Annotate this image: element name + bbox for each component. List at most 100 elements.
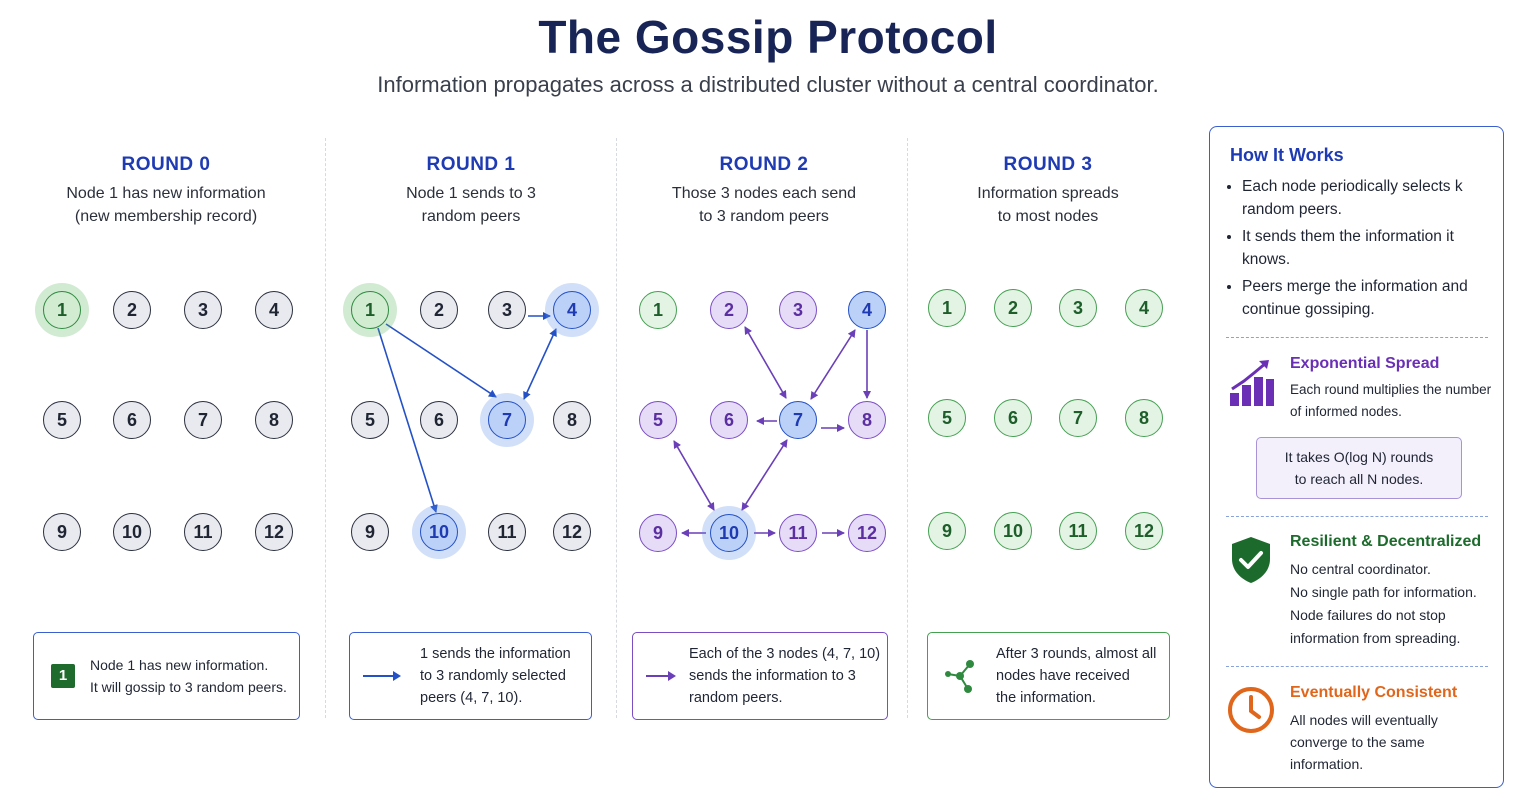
round-divider	[325, 138, 326, 718]
arrow-7-to-4	[810, 329, 856, 400]
node-10: 10	[420, 513, 458, 551]
node-10: 10	[994, 512, 1032, 550]
node-5: 5	[928, 399, 966, 437]
node-1: 1	[351, 291, 389, 329]
round-2-header: ROUND 2 Those 3 nodes each send to 3 ran…	[619, 154, 909, 228]
node-10: 10	[710, 514, 748, 552]
node-6: 6	[710, 401, 748, 439]
node-6: 6	[994, 399, 1032, 437]
node-10: 10	[113, 513, 151, 551]
round-description: Node 1 sends to 3 random peers	[406, 185, 536, 225]
round-divider	[616, 138, 617, 718]
round-1-caption: 1 sends the information to 3 randomly se…	[349, 632, 592, 720]
node-4: 4	[1125, 289, 1163, 327]
node-badge-icon: 1	[51, 664, 75, 688]
round-description: Information spreads to most nodes	[977, 185, 1119, 225]
how-it-works-list: Each node periodically selects k random …	[1228, 175, 1497, 325]
page-title: The Gossip Protocol	[538, 11, 998, 63]
exponential-spread-body: Each round multiplies the number of info…	[1290, 382, 1492, 419]
list-item: Peers merge the information and continue…	[1242, 275, 1497, 321]
node-4: 4	[848, 291, 886, 329]
list-item: Each node periodically selects k random …	[1242, 175, 1497, 221]
arrow-1-to-10	[377, 327, 438, 513]
node-11: 11	[1059, 512, 1097, 550]
round-title: ROUND 2	[719, 154, 809, 175]
node-12: 12	[553, 513, 591, 551]
eventually-consistent-title: Eventually Consistent	[1290, 684, 1458, 701]
node-8: 8	[255, 401, 293, 439]
round-0-caption: 1 Node 1 has new information. It will go…	[33, 632, 300, 720]
arrow-10-to-5	[673, 440, 715, 511]
node-9: 9	[928, 512, 966, 550]
round-1-header: ROUND 1 Node 1 sends to 3 random peers	[326, 154, 616, 228]
node-8: 8	[1125, 399, 1163, 437]
node-8: 8	[553, 401, 591, 439]
node-9: 9	[43, 513, 81, 551]
clock-icon	[1226, 685, 1276, 740]
node-4: 4	[255, 291, 293, 329]
node-2: 2	[420, 291, 458, 329]
arrow-7-to-2	[744, 326, 787, 399]
arrow-7-to-4	[523, 328, 557, 400]
node-1: 1	[928, 289, 966, 327]
round-3-caption: After 3 rounds, almost all nodes have re…	[927, 632, 1170, 720]
complexity-note: It takes O(log N) rounds to reach all N …	[1256, 437, 1462, 499]
node-7: 7	[184, 401, 222, 439]
section-divider	[1226, 666, 1488, 667]
section-divider	[1226, 516, 1488, 517]
node-11: 11	[488, 513, 526, 551]
node-12: 12	[255, 513, 293, 551]
node-9: 9	[351, 513, 389, 551]
arrow-right-icon	[362, 669, 402, 683]
network-spread-icon	[942, 656, 978, 696]
round-divider	[907, 138, 908, 718]
node-11: 11	[184, 513, 222, 551]
round-description: Those 3 nodes each send to 3 random peer…	[671, 185, 857, 225]
node-7: 7	[1059, 399, 1097, 437]
node-9: 9	[639, 514, 677, 552]
round-title: ROUND 3	[1003, 154, 1093, 175]
exponential-spread-title: Exponential Spread	[1290, 355, 1440, 372]
round-3-header: ROUND 3 Information spreads to most node…	[903, 154, 1193, 228]
round-0-header: ROUND 0 Node 1 has new information (new …	[21, 154, 311, 228]
resilient-title: Resilient & Decentralized	[1290, 533, 1482, 550]
caption-text: Node 1 has new information. It will goss…	[90, 657, 287, 695]
node-7: 7	[779, 401, 817, 439]
round-description: Node 1 has new information (new membersh…	[66, 185, 266, 225]
arrow-1-to-7	[385, 323, 497, 398]
list-item: It sends them the information it knows.	[1242, 225, 1497, 271]
panel-heading: How It Works	[1230, 145, 1344, 165]
round-2-caption: Each of the 3 nodes (4, 7, 10) sends the…	[632, 632, 888, 720]
node-3: 3	[779, 291, 817, 329]
node-4: 4	[553, 291, 591, 329]
page-subtitle: Information propagates across a distribu…	[377, 72, 1159, 97]
node-3: 3	[184, 291, 222, 329]
how-it-works-panel: How It Works Each node periodically sele…	[1209, 126, 1504, 788]
section-divider	[1226, 337, 1488, 338]
node-6: 6	[113, 401, 151, 439]
node-3: 3	[1059, 289, 1097, 327]
node-11: 11	[779, 514, 817, 552]
node-7: 7	[488, 401, 526, 439]
node-8: 8	[848, 401, 886, 439]
node-5: 5	[351, 401, 389, 439]
arrow-right-icon	[645, 669, 677, 683]
node-12: 12	[848, 514, 886, 552]
node-2: 2	[994, 289, 1032, 327]
node-5: 5	[639, 401, 677, 439]
node-2: 2	[710, 291, 748, 329]
eventually-consistent-body: All nodes will eventually converge to th…	[1290, 712, 1438, 772]
node-5: 5	[43, 401, 81, 439]
node-1: 1	[639, 291, 677, 329]
node-1: 1	[43, 291, 81, 329]
node-6: 6	[420, 401, 458, 439]
resilient-body: No central coordinator. No single path f…	[1290, 561, 1477, 646]
round-title: ROUND 1	[426, 154, 516, 175]
node-12: 12	[1125, 512, 1163, 550]
round-title: ROUND 0	[121, 154, 211, 175]
node-3: 3	[488, 291, 526, 329]
node-2: 2	[113, 291, 151, 329]
shield-check-icon	[1228, 535, 1274, 590]
caption-text: After 3 rounds, almost all nodes have re…	[996, 646, 1157, 706]
